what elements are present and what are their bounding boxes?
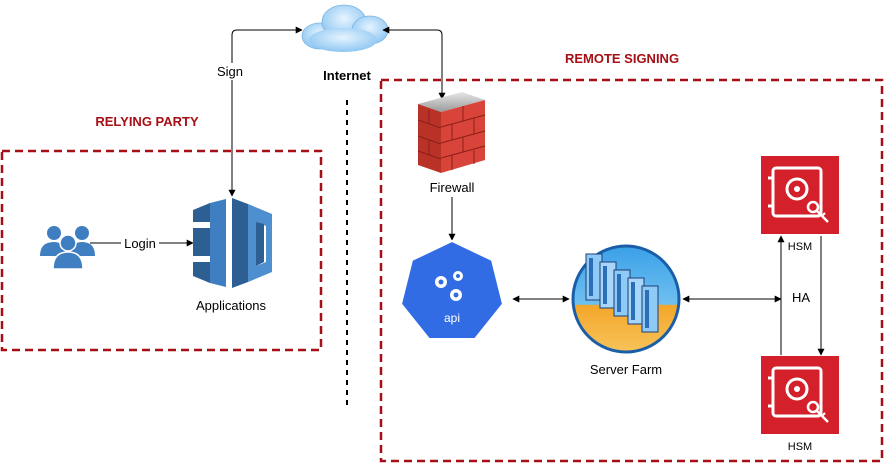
applications-icon <box>193 198 272 288</box>
sign-label: Sign <box>217 64 243 79</box>
firewall-icon <box>417 92 486 173</box>
internet-label: Internet <box>323 68 371 83</box>
relying-party-zone <box>0 149 323 352</box>
api-icon: api <box>399 239 505 340</box>
ha-label: HA <box>792 290 810 305</box>
login-label: Login <box>124 236 156 251</box>
remote-signing-title: REMOTE SIGNING <box>565 51 679 66</box>
hsm-bottom-label: HSM <box>788 441 812 453</box>
internet-firewall-connector <box>382 26 446 100</box>
sign-connector <box>228 26 303 197</box>
applications-label: Applications <box>196 298 267 313</box>
hsm-vault-icon <box>761 356 839 434</box>
hsm-vault-icon <box>761 156 839 234</box>
hsm-top-label: HSM <box>788 241 812 253</box>
cloud-icon <box>301 4 389 52</box>
users-icon <box>40 226 95 270</box>
api-label: api <box>444 311 460 325</box>
firewall-label: Firewall <box>430 180 475 195</box>
server-farm-label: Server Farm <box>590 362 662 377</box>
remote-signing-zone <box>379 78 884 463</box>
server-farm-icon <box>571 244 681 354</box>
relying-party-title: RELYING PARTY <box>95 114 199 129</box>
